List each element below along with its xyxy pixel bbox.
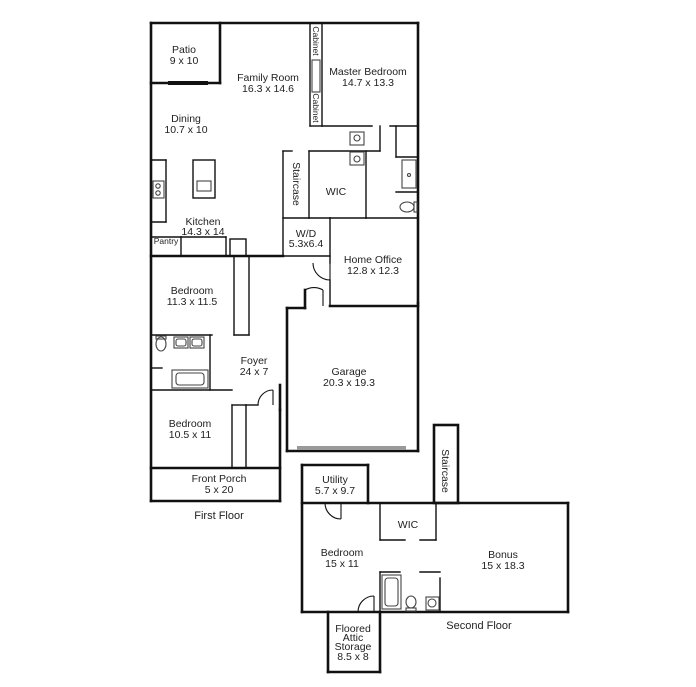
label-wic-second: WIC [398, 519, 419, 531]
label-garage: Garage [331, 366, 366, 378]
size-front-porch: 5 x 20 [205, 484, 234, 496]
sink-icon [196, 180, 212, 192]
floor-caption-second: Second Floor [446, 620, 512, 632]
size-bedroom-2: 10.5 x 11 [169, 429, 212, 441]
bathtub-icon [381, 574, 402, 610]
toilet-icon [155, 336, 167, 352]
label-bedroom-3: Bedroom [321, 547, 364, 559]
first-floor-walls [149, 21, 420, 503]
label-cabinet-top: Cabinet [311, 26, 321, 56]
size-wd: 5.3x6.4 [289, 238, 324, 250]
label-family-room: Family Room [237, 72, 299, 84]
label-bedroom-1: Bedroom [171, 285, 214, 297]
second-floor-walls [300, 423, 570, 674]
vanity-sink-icon [189, 336, 205, 349]
size-utility: 5.7 x 9.7 [315, 485, 355, 497]
label-home-office: Home Office [344, 254, 402, 266]
label-staircase-first: Staircase [290, 162, 302, 206]
stove-icon [152, 180, 165, 199]
second-floor-interior-walls [379, 502, 441, 613]
size-family-room: 16.3 x 14.6 [242, 83, 294, 95]
size-home-office: 12.8 x 12.3 [347, 265, 399, 277]
first-floor-interior-walls [150, 22, 419, 469]
label-attic-2: Attic [343, 632, 363, 644]
label-attic-3: Storage [335, 641, 372, 653]
size-bedroom-3: 15 x 11 [325, 558, 359, 570]
label-pantry: Pantry [154, 236, 179, 246]
label-kitchen: Kitchen [185, 216, 220, 228]
shower-icon [401, 159, 417, 189]
second-floor-door-swings [324, 502, 375, 613]
label-cabinet-bottom: Cabinet [311, 93, 321, 123]
size-patio: 9 x 10 [170, 55, 199, 67]
label-front-porch: Front Porch [192, 473, 247, 485]
label-bedroom-2: Bedroom [169, 418, 212, 430]
label-utility: Utility [322, 474, 348, 486]
size-bonus: 15 x 18.3 [481, 560, 524, 572]
vanity-sink-icon [173, 336, 189, 349]
label-wic-first: WIC [326, 186, 347, 198]
room-labels: Patio 9 x 10 Family Room 16.3 x 14.6 Mas… [154, 44, 525, 663]
label-attic-1: Floored [335, 623, 371, 635]
floor-caption-first: First Floor [194, 510, 244, 522]
label-bonus: Bonus [488, 549, 518, 561]
label-wd: W/D [296, 228, 317, 240]
size-bedroom-1: 11.3 x 11.5 [167, 296, 218, 308]
cabinet-top-icon [311, 59, 321, 93]
label-master-bedroom: Master Bedroom [329, 66, 407, 78]
sink-icon [425, 596, 440, 611]
label-foyer: Foyer [241, 355, 268, 367]
label-staircase-second: Staircase [439, 449, 451, 493]
size-attic: 8.5 x 8 [337, 651, 369, 663]
vanity-sink-icon [349, 151, 365, 166]
toilet-icon [405, 595, 417, 609]
size-kitchen: 14.3 x 14 [181, 226, 224, 238]
toilet-icon [399, 201, 415, 213]
size-master-bedroom: 14.7 x 13.3 [342, 77, 394, 89]
door-swings [257, 262, 331, 406]
first-floor-fixtures [152, 59, 418, 389]
label-dining: Dining [171, 113, 201, 125]
size-dining: 10.7 x 10 [164, 124, 207, 136]
label-patio: Patio [172, 44, 196, 56]
second-floor-fixtures [381, 574, 440, 612]
size-foyer: 24 x 7 [240, 366, 269, 378]
bathtub-icon [171, 369, 209, 389]
size-garage: 20.3 x 19.3 [323, 377, 375, 389]
vanity-sink-icon [349, 131, 365, 146]
